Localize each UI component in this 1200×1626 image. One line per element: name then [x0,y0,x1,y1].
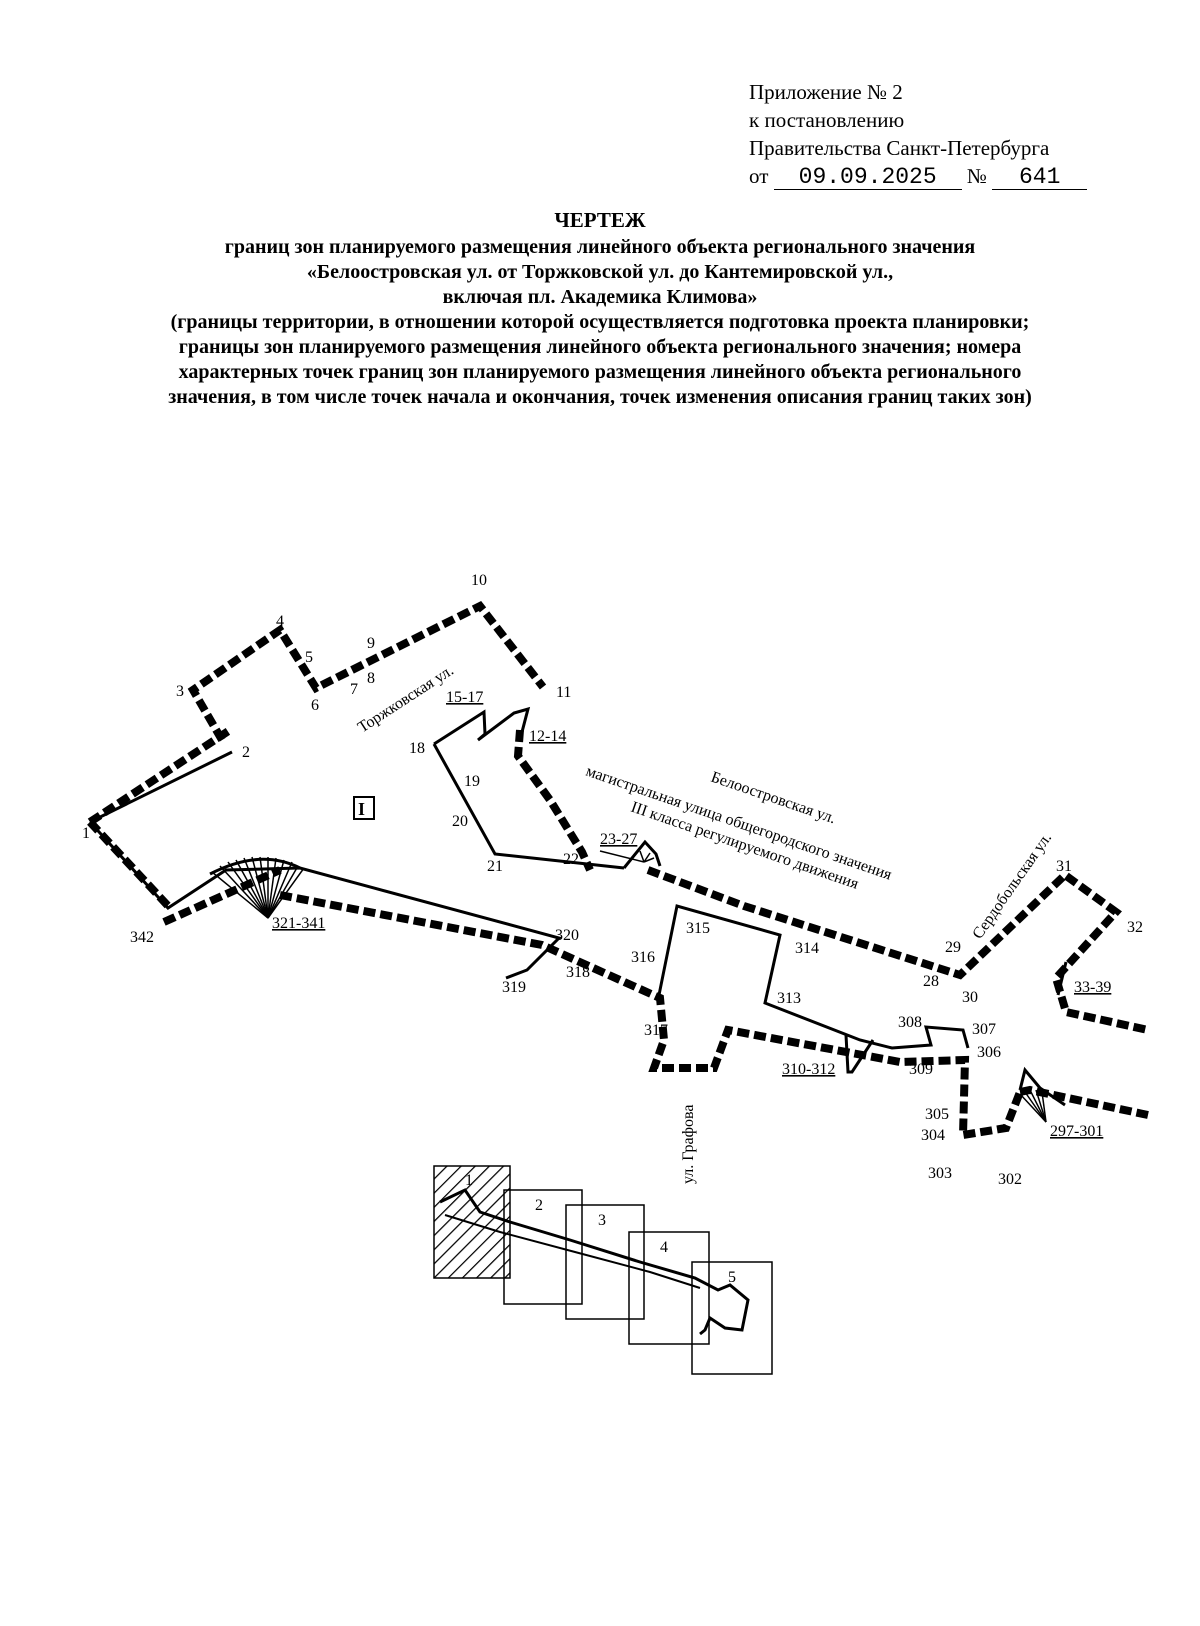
point-21: 21 [487,858,503,875]
heading-line1: границ зон планируемого размещения линей… [224,236,976,258]
appendix-block: Приложение № 2 к постановлению Правитель… [749,78,1088,190]
point-15-17: 15-17 [446,689,483,706]
point-8: 8 [367,670,375,687]
fan-lines-23-27 [599,850,655,863]
point-22: 22 [563,851,579,868]
point-12-14: 12-14 [529,728,566,745]
appendix-line1: Приложение № 2 [749,80,903,104]
point-18: 18 [409,740,425,757]
point-1: 1 [82,825,90,842]
zone-marker: I [353,796,375,820]
point-308: 308 [898,1014,922,1031]
zone-label: I [358,799,365,819]
fan-lines-297-301 [1019,1089,1047,1123]
point-314: 314 [795,940,819,957]
point-7: 7 [350,681,358,698]
fan-lines-321-341 [209,856,305,919]
point-19: 19 [464,773,480,790]
sheet-index-map: 1 2 3 4 5 [433,1165,773,1375]
sheet-route-outline [439,1188,750,1336]
sheet-route-inner [444,1214,701,1289]
appendix-date-line: от 09.09.2025 № 641 [749,162,1088,190]
point-315: 315 [686,920,710,937]
point-304: 304 [921,1127,945,1144]
heading-title: ЧЕРТЕЖ [554,208,646,232]
street-grafova: ул. Графова [680,1105,697,1184]
point-305: 305 [925,1106,949,1123]
point-297-301: 297-301 [1050,1123,1103,1140]
document-date: 09.09.2025 [773,165,962,190]
appendix-line3: Правительства Санкт-Петербурга [749,136,1050,160]
heading-line4: (границы территории, в отношении которой… [170,311,1030,333]
point-302: 302 [998,1171,1022,1188]
number-prefix: № [966,164,987,188]
sheet-5-label: 5 [728,1269,736,1286]
point-307: 307 [972,1021,996,1038]
point-30: 30 [962,989,978,1006]
heading-line2: «Белоостровская ул. от Торжковской ул. д… [306,261,894,283]
point-31: 31 [1056,858,1072,875]
sheet-3-label: 3 [598,1212,606,1229]
point-309: 309 [909,1061,933,1078]
point-29: 29 [945,939,961,956]
document-heading: ЧЕРТЕЖ границ зон планируемого размещени… [40,208,1160,410]
heading-line5: границы зон планируемого размещения лине… [178,336,1022,358]
document-number: 641 [992,165,1088,190]
sheet-1-label: 1 [465,1172,473,1189]
date-prefix: от [749,164,769,188]
point-28: 28 [923,973,939,990]
point-306: 306 [977,1044,1001,1061]
sheet-4-frame [628,1231,710,1345]
point-11: 11 [556,684,571,701]
point-2: 2 [242,744,250,761]
sheet-2-frame [503,1189,583,1305]
point-319: 319 [502,979,526,996]
appendix-line2: к постановлению [749,108,905,132]
sheet-5-frame [691,1261,773,1375]
point-32: 32 [1127,919,1143,936]
heading-line7: значения, в том числе точек начала и око… [168,386,1032,408]
sheet-4-label: 4 [660,1239,668,1256]
point-10: 10 [471,572,487,589]
point-6: 6 [311,697,319,714]
point-labels: 1 2 3 4 5 6 7 8 9 10 11 12-14 15-17 18 1… [82,572,1143,1188]
point-320: 320 [555,927,579,944]
point-317: 317 [644,1022,668,1039]
point-23-27: 23-27 [600,831,637,848]
heading-line6: характерных точек границ зон планируемог… [178,361,1022,383]
point-321-341: 321-341 [272,915,325,932]
zone-boundary [88,706,1068,1107]
point-3: 3 [176,683,184,700]
point-33-39: 33-39 [1074,979,1111,996]
sheet-2-label: 2 [535,1197,543,1214]
point-310-312: 310-312 [782,1061,835,1078]
point-313: 313 [777,990,801,1007]
heading-line3: включая пл. Академика Климова» [442,286,758,308]
point-342: 342 [130,929,154,946]
point-318: 318 [566,964,590,981]
point-316: 316 [631,949,655,966]
point-9: 9 [367,635,375,652]
point-20: 20 [452,813,468,830]
point-5: 5 [305,649,313,666]
sheet-1-frame [433,1165,511,1279]
point-303: 303 [928,1165,952,1182]
point-4: 4 [276,613,284,630]
